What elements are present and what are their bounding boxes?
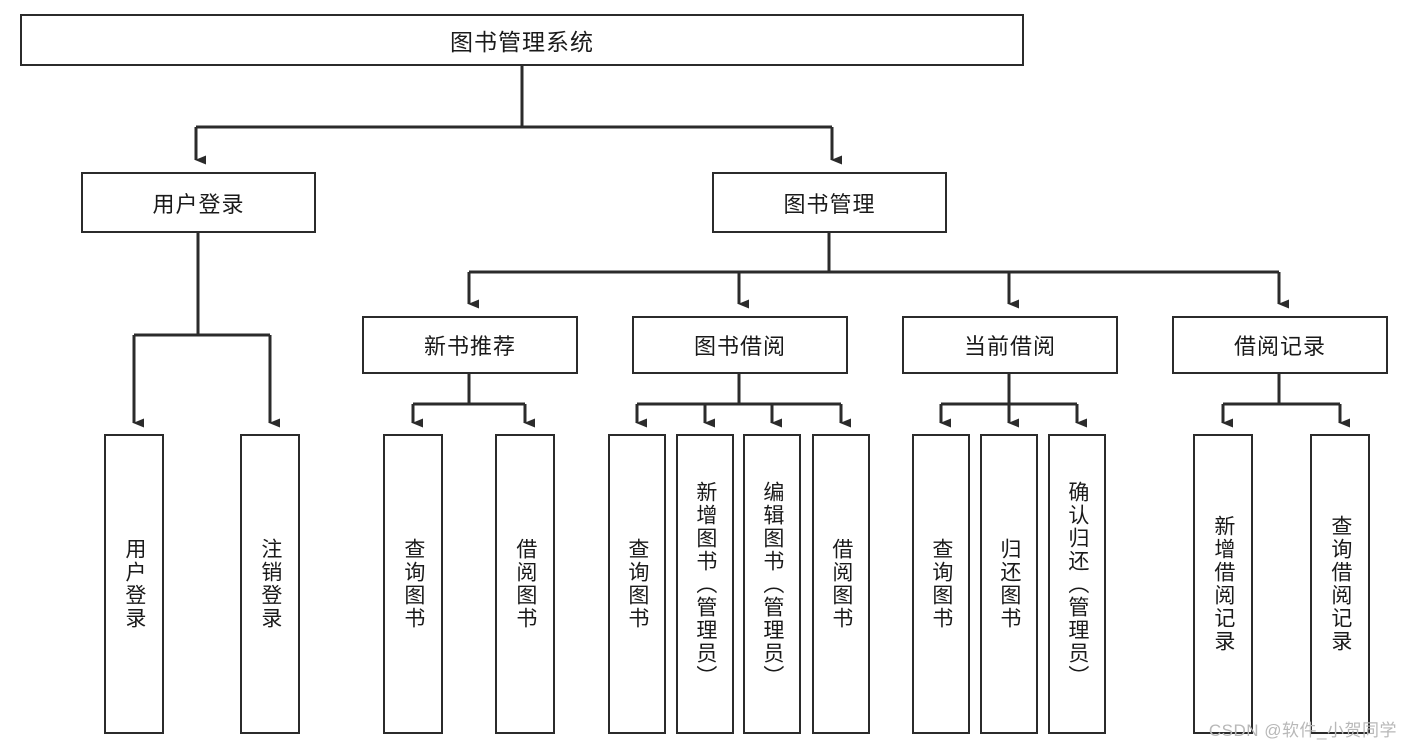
leaf-borrow-record-add-record[interactable]: 新增借阅记录 [1193, 434, 1253, 734]
leaf-borrow-record-query-record[interactable]: 查询借阅记录 [1310, 434, 1370, 734]
leaf-book-borrow-query-book[interactable]: 查询图书 [608, 434, 666, 734]
leaf-book-borrow-edit-book-admin[interactable]: 编辑图书（管理员） [743, 434, 801, 734]
node-new-book-recommend[interactable]: 新书推荐 [362, 316, 578, 374]
leaf-current-borrow-return-book[interactable]: 归还图书 [980, 434, 1038, 734]
node-borrow-record[interactable]: 借阅记录 [1172, 316, 1388, 374]
node-label: 查询图书 [625, 538, 649, 630]
node-label: 查询图书 [401, 538, 425, 630]
leaf-current-borrow-query-book[interactable]: 查询图书 [912, 434, 970, 734]
node-label: 新书推荐 [423, 334, 516, 359]
node-label: 编辑图书（管理员） [760, 480, 784, 688]
node-label: 借阅记录 [1233, 334, 1326, 359]
leaf-book-borrow-add-book-admin[interactable]: 新增图书（管理员） [676, 434, 734, 734]
leaf-new-book-borrow-book[interactable]: 借阅图书 [495, 434, 555, 734]
node-label: 归还图书 [997, 538, 1021, 630]
leaf-book-borrow-borrow-book[interactable]: 借阅图书 [812, 434, 870, 734]
node-label: 新增借阅记录 [1211, 515, 1235, 653]
leaf-user-login-logout[interactable]: 注销登录 [240, 434, 300, 734]
node-label: 确认归还（管理员） [1065, 480, 1089, 688]
leaf-new-book-query-book[interactable]: 查询图书 [383, 434, 443, 734]
node-current-borrow[interactable]: 当前借阅 [902, 316, 1118, 374]
node-label: 图书管理系统 [450, 29, 594, 55]
node-label: 用户登录 [152, 191, 245, 217]
node-label: 图书管理 [783, 191, 876, 217]
leaf-current-borrow-confirm-return-admin[interactable]: 确认归还（管理员） [1048, 434, 1106, 734]
node-label: 查询图书 [929, 538, 953, 630]
node-book-management[interactable]: 图书管理 [712, 172, 947, 233]
leaf-user-login-login[interactable]: 用户登录 [104, 434, 164, 734]
node-label: 查询借阅记录 [1328, 515, 1352, 653]
node-label: 图书借阅 [693, 334, 786, 359]
node-label: 当前借阅 [963, 334, 1056, 359]
node-label: 借阅图书 [513, 538, 537, 630]
node-user-login[interactable]: 用户登录 [81, 172, 316, 233]
node-book-borrow[interactable]: 图书借阅 [632, 316, 848, 374]
node-root-book-management-system[interactable]: 图书管理系统 [20, 14, 1024, 66]
csdn-watermark: CSDN @软件_小贺同学 [1208, 721, 1397, 740]
node-label: 用户登录 [122, 538, 146, 630]
node-label: 借阅图书 [829, 538, 853, 630]
node-label: 新增图书（管理员） [693, 480, 717, 688]
node-label: 注销登录 [258, 538, 282, 630]
